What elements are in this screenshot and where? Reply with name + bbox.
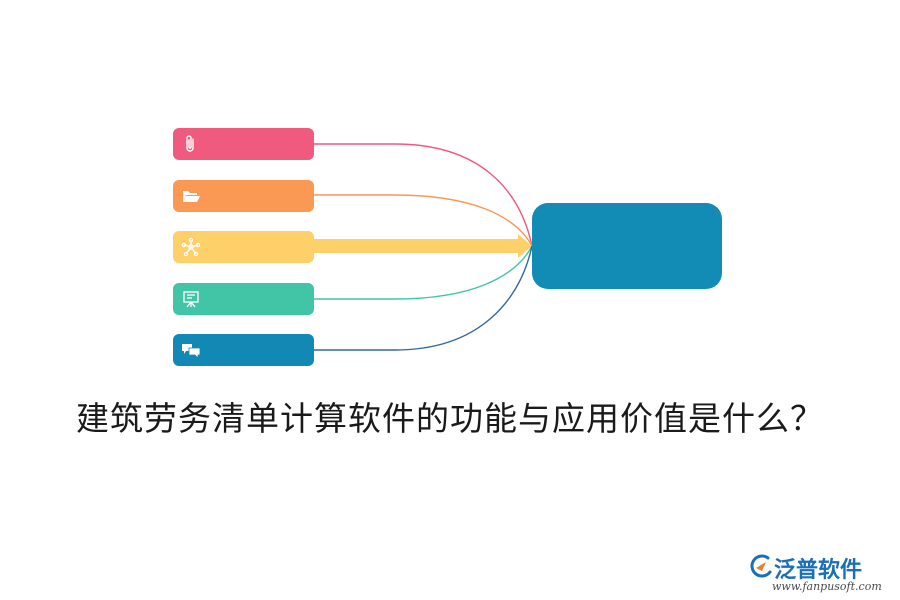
paperclip-icon [186,135,194,152]
chat-bubbles-icon [182,344,201,359]
branch-node-4 [173,283,314,315]
connector-line-2 [314,194,533,247]
brand-name: 泛普软件 [774,558,863,583]
brand-logo: 泛普软件 www.fanpusoft.com [748,552,888,593]
presentation-board-icon [183,291,199,308]
connector-arrow-3 [314,234,532,258]
brand-mark-icon [750,554,772,578]
connector-line-1 [314,143,533,247]
central-target-node [532,203,722,289]
page-title: 建筑劳务清单计算软件的功能与应用价值是什么？ [76,399,824,438]
branch-node-1 [173,128,314,160]
network-icon [181,237,201,257]
connector-line-4 [314,245,533,300]
branch-node-2 [173,180,314,212]
brand-url: www.fanpusoft.com [772,580,882,593]
branch-node-3 [173,231,314,263]
branch-node-5 [173,334,314,366]
connector-line-5 [314,245,533,351]
folder-open-icon [183,191,200,202]
